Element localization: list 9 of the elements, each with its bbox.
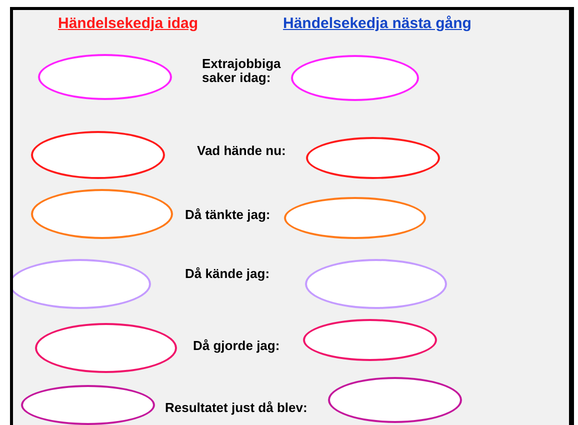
column-heading: Händelsekedja nästa gång	[283, 15, 472, 32]
row-label: Då tänkte jag:	[185, 207, 270, 222]
column-heading: Händelsekedja idag	[58, 15, 198, 32]
row-label: Då kände jag:	[185, 266, 270, 281]
row-label: Vad hände nu:	[197, 143, 286, 158]
row-label: Då gjorde jag:	[193, 338, 280, 353]
row-label: Resultatet just då blev:	[165, 400, 308, 415]
answer-ellipse	[13, 259, 151, 309]
row-label: Extrajobbiga saker idag:	[202, 57, 282, 85]
